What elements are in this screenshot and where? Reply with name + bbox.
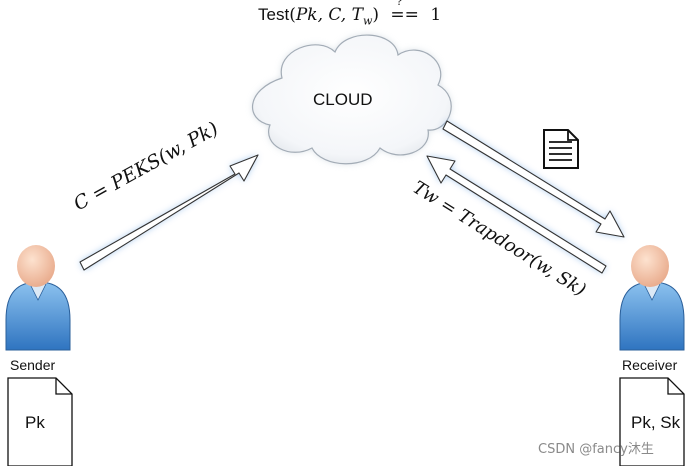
watermark: CSDN @fancy沐生 xyxy=(538,442,654,457)
sender-to-cloud-arrow xyxy=(79,154,259,271)
cloud-icon xyxy=(252,34,452,165)
sender-key-document xyxy=(7,377,73,467)
sender-label: Sender xyxy=(10,357,56,373)
receiver-key-document xyxy=(619,377,685,467)
receiver-to-cloud-arrow xyxy=(426,155,607,274)
test-equation: Test(Pk, C, Tw) ? == 1 xyxy=(258,0,442,28)
test-rhs: 1 xyxy=(430,5,442,25)
receiver-key-text: Pk, Sk xyxy=(631,413,681,432)
test-func: Test xyxy=(258,5,290,24)
sender-key-text: Pk xyxy=(25,413,45,432)
test-sub: w xyxy=(362,14,373,28)
cloud-to-receiver-arrow xyxy=(442,120,625,238)
test-rel-top: ? xyxy=(396,0,403,8)
receiver-label: Receiver xyxy=(622,357,678,373)
sender-person-icon xyxy=(5,245,71,351)
test-rel: == xyxy=(390,5,419,25)
receiver-person-icon xyxy=(619,245,685,351)
document-icon xyxy=(543,129,579,169)
test-args: Pk, C, T xyxy=(295,5,363,25)
cloud-label: CLOUD xyxy=(313,90,373,109)
